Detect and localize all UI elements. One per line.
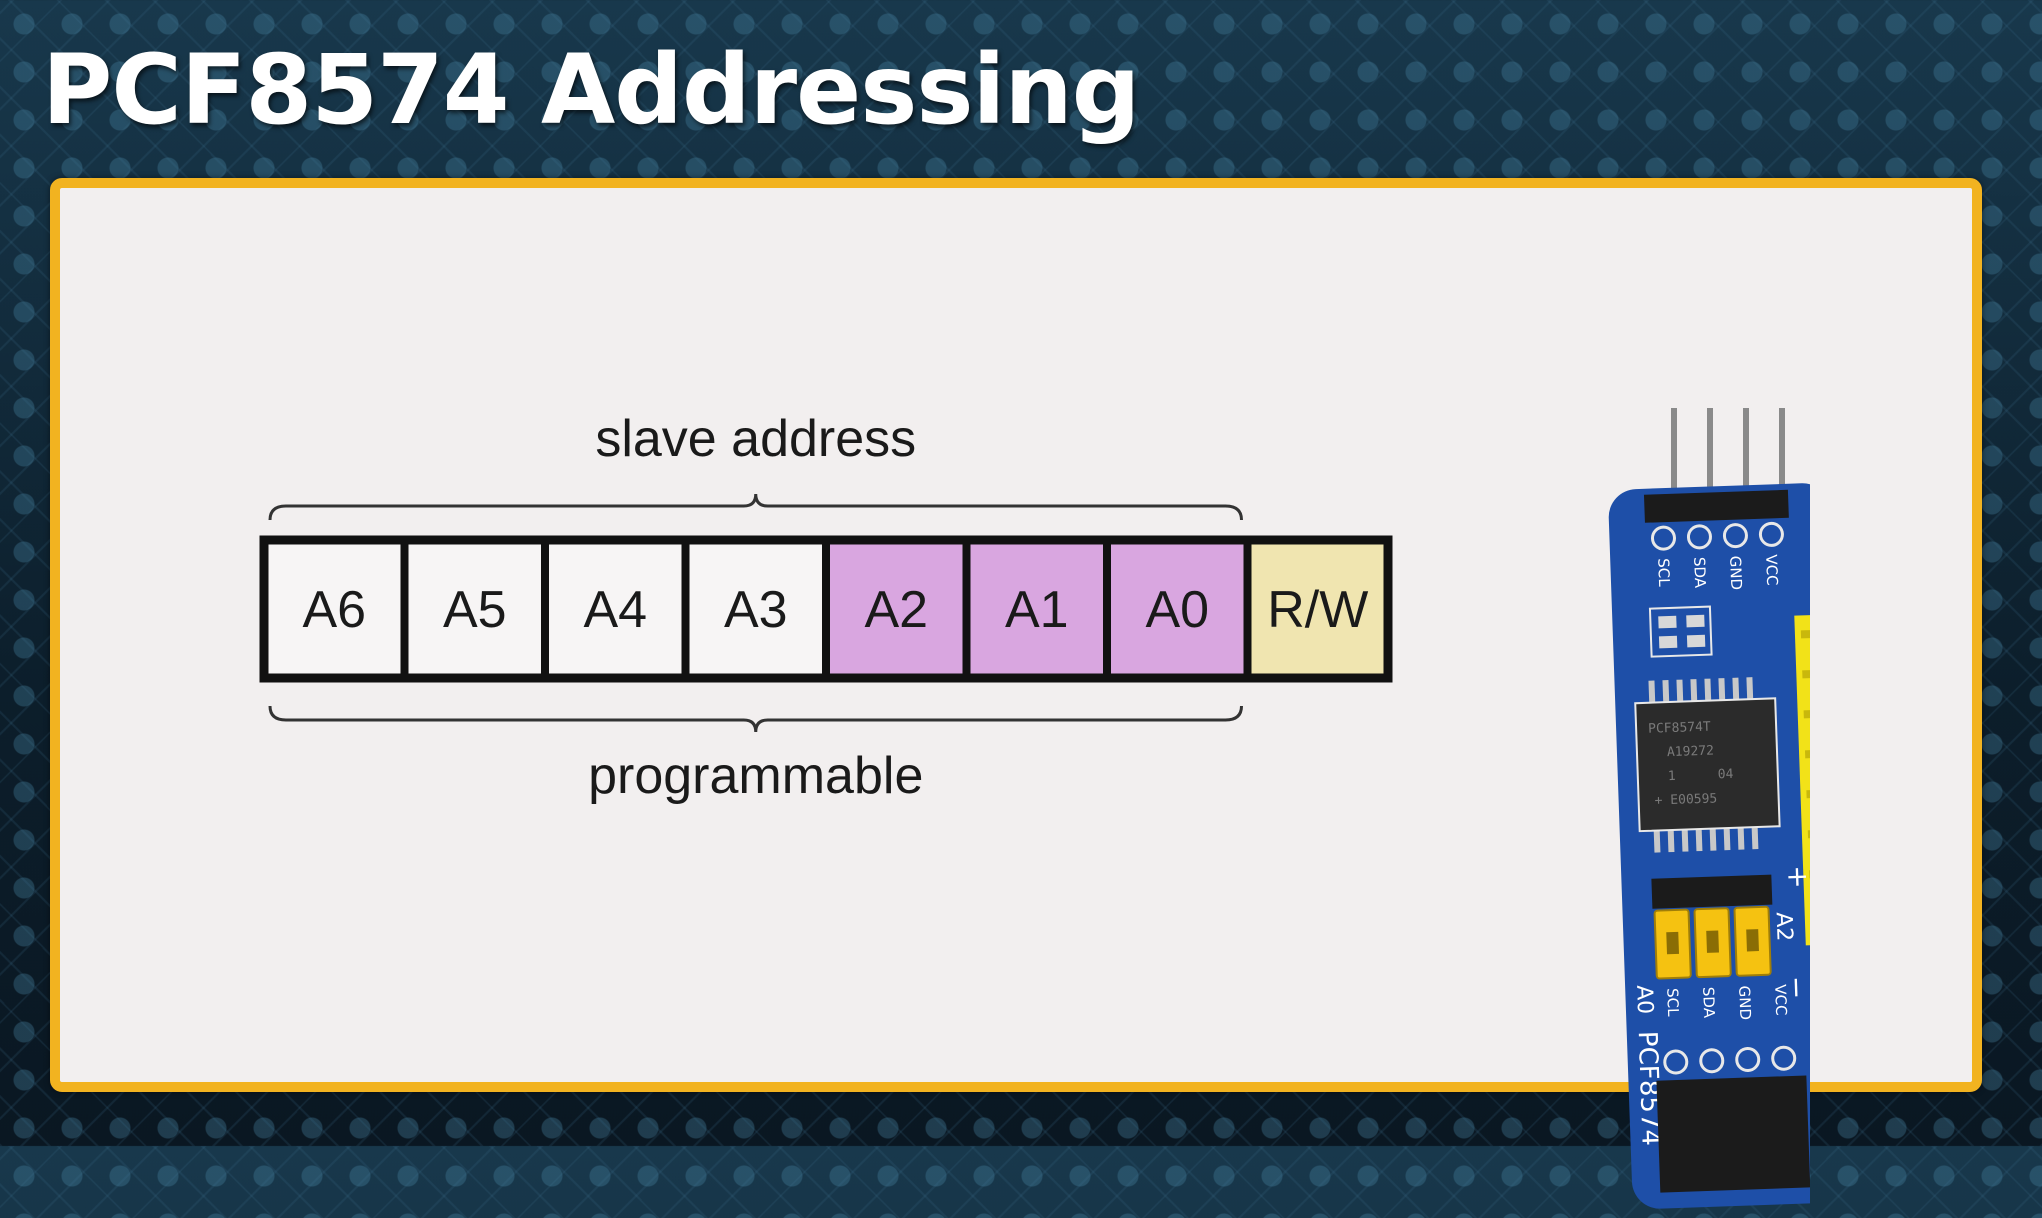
bottom-pin-label: VCC: [1771, 984, 1790, 1016]
bit-label: A0: [1145, 581, 1209, 639]
programmable-label: programmable: [588, 747, 923, 805]
bit-label: R/W: [1267, 581, 1368, 639]
side-header: [1794, 614, 1810, 946]
minus-label: −: [1780, 975, 1810, 1000]
chip-marking: PCF8574T: [1648, 720, 1711, 737]
bit-label: A3: [724, 581, 788, 639]
programmable-brace: [268, 705, 1243, 733]
chip-marking: 1: [1668, 769, 1676, 784]
bottom-pin-label: SDA: [1699, 987, 1718, 1019]
top-pin-label: SCL: [1654, 558, 1673, 588]
top-pin-label: GND: [1726, 555, 1745, 590]
top-pin-wires: [1671, 408, 1785, 498]
slave-address-brace: [268, 493, 1243, 521]
bit-label: A4: [583, 581, 647, 639]
top-pin-label: VCC: [1762, 554, 1781, 586]
pcf8574-chip: [1634, 697, 1781, 833]
bottom-pin-label: GND: [1735, 985, 1754, 1020]
jumper-label: A2: [1771, 912, 1797, 942]
chip-marking: 04: [1718, 767, 1734, 783]
chip-marking: A19272: [1667, 744, 1714, 761]
top-header-block: [1643, 489, 1789, 523]
slave-address-label: slave address: [595, 410, 916, 468]
jumper-label: A0: [1631, 985, 1657, 1015]
pcb-body: [1608, 483, 1810, 1209]
address-bits-frame: [259, 535, 1393, 683]
bit-label: A6: [302, 581, 366, 639]
smd-components: [1648, 605, 1713, 658]
bit-label: A2: [864, 581, 928, 639]
address-diagram: slave address A6 A5 A4 A3 A2 A1 A0 R/W programm…: [259, 410, 1393, 805]
chip-pins: [1648, 677, 1759, 853]
address-bits: A6 A5 A4 A3 A2 A1 A0 R/W: [260, 536, 1392, 682]
bit-label: A1: [1005, 581, 1069, 639]
bit-cell-rw: [1243, 536, 1392, 682]
bit-label: A5: [443, 581, 507, 639]
bottom-header: [1656, 1075, 1810, 1193]
top-pin-label: SDA: [1690, 557, 1709, 589]
chip-marking: + E00595: [1654, 791, 1717, 808]
jumper-header: [1651, 874, 1773, 909]
pcf8574-board-image: SCL SDA GND VCC: [1608, 408, 1810, 1209]
slide-title: PCF8574 Addressing: [42, 34, 1140, 146]
bottom-pin-label: SCL: [1663, 988, 1682, 1018]
plus-label: +: [1785, 859, 1810, 893]
